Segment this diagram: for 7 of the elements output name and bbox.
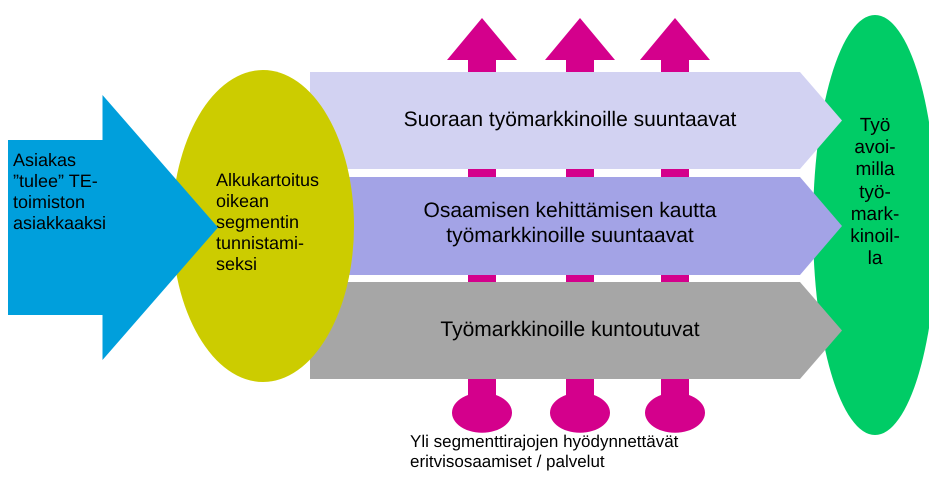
node-label: Suoraan työmarkkinoille suuntaavat <box>402 108 738 133</box>
caption-text: Yli segmenttirajojen hyödynnettävät eritvisosaamiset / palvelut <box>410 432 680 472</box>
node-label: Osaamisen kehittämisen kautta työmarkkinoille suuntaavat <box>422 199 718 248</box>
node-label: Työ avoi- milla työ- mark- kinoil- la <box>849 115 901 271</box>
node-label: Alkukartoitus oikean segmentin tunnistami- seksi <box>216 170 320 276</box>
node-label: Työmarkkinoille kuntoutuvat <box>439 318 701 343</box>
node-label: Asiakas ”tulee” TE-toimiston asiakkaaksi <box>13 150 108 234</box>
